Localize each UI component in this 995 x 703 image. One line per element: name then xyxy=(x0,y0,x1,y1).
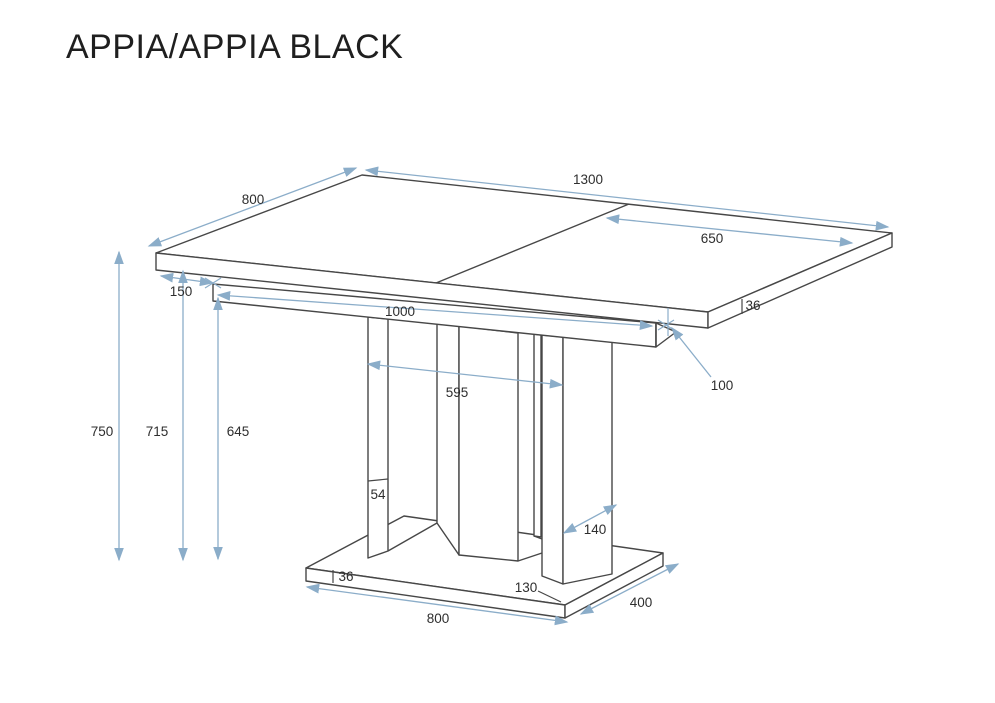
dim-apron-inset-line xyxy=(159,272,214,287)
dim-label-top-depth: 800 xyxy=(242,192,265,207)
dim-base-depth-line xyxy=(579,563,680,615)
drawing-title: APPIA/APPIA BLACK xyxy=(66,28,404,66)
dim-apron-length-line xyxy=(216,291,654,330)
dim-label-apron-corner-gap: 100 xyxy=(711,378,734,393)
rear-thin-panel xyxy=(533,333,542,538)
dim-label-top-half-length: 650 xyxy=(701,231,724,246)
right-panel-face xyxy=(562,336,613,585)
dim-label-apron-length: 1000 xyxy=(385,304,415,319)
middle-panel-side-face xyxy=(436,323,460,556)
dimension-labels: 800 1300 650 150 1000 100 750 715 645 59… xyxy=(91,172,761,626)
dim-corner-gap-leader xyxy=(671,326,712,378)
dim-label-height-under-apron: 645 xyxy=(227,424,250,439)
apron-end-wedge xyxy=(655,322,677,348)
dim-label-panel-thickness: 54 xyxy=(370,487,386,502)
dim-label-apron-inset: 150 xyxy=(170,284,193,299)
gap-target-cross-marker xyxy=(657,319,675,331)
dim-label-top-length: 1300 xyxy=(573,172,603,187)
middle-panel-front-face xyxy=(458,325,519,562)
top-right-face xyxy=(707,232,893,329)
dim-top-half-line xyxy=(605,214,854,247)
dim-label-base-thickness: 36 xyxy=(338,569,353,584)
dim-label-total-height: 750 xyxy=(91,424,114,439)
dim-label-top-thickness: 36 xyxy=(745,298,760,313)
dim-label-panel-foot-width: 130 xyxy=(515,580,538,595)
dim-label-base-length: 800 xyxy=(427,611,450,626)
dim-label-height-under-top: 715 xyxy=(146,424,169,439)
dim-label-base-depth: 400 xyxy=(630,595,653,610)
apron-corner-cross-marker xyxy=(204,277,222,289)
panel-thickness-tick xyxy=(367,478,389,482)
dim-pedestal-span-line xyxy=(366,360,564,389)
dim-base-length-line xyxy=(305,583,569,626)
dim-label-pedestal-span: 595 xyxy=(446,385,469,400)
dimension-lines xyxy=(114,166,890,626)
dim-top-depth-line xyxy=(147,167,358,247)
left-panel xyxy=(367,316,389,559)
rear-foot-line-right xyxy=(517,552,543,562)
dim-label-panel-depth: 140 xyxy=(584,522,607,537)
dim-panel-depth-line xyxy=(562,504,618,534)
rear-foot-line-left xyxy=(387,522,438,552)
apron-end xyxy=(655,322,677,348)
right-panel-edge-strip xyxy=(541,334,564,585)
